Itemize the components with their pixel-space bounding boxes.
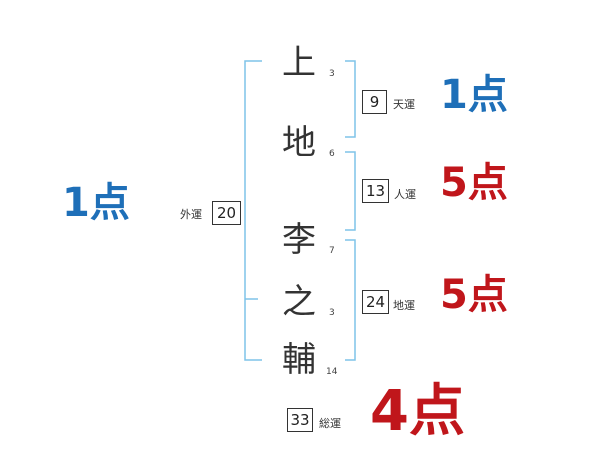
name-char-5: 輔 (282, 340, 316, 380)
stroke-count-2: 6 (329, 149, 335, 159)
ten-score: 1点 (440, 72, 508, 118)
jin-value-box: 13 (362, 179, 389, 203)
ten-bracket (345, 60, 356, 138)
chi-label: 地運 (393, 299, 415, 312)
chi-value-box: 24 (362, 290, 389, 314)
jin-bracket (345, 151, 356, 231)
name-char-1: 上 (282, 43, 316, 83)
stroke-count-3: 7 (329, 246, 335, 256)
name-char-3: 李 (282, 220, 316, 260)
stroke-count-5: 14 (326, 367, 338, 377)
chi-bracket (345, 239, 356, 361)
chi-score: 5点 (440, 272, 508, 318)
gai-score: 1点 (62, 180, 130, 226)
gai-value-box: 20 (212, 201, 241, 225)
stroke-count-1: 3 (329, 69, 335, 79)
name-char-2: 地 (282, 123, 316, 163)
so-label: 総運 (319, 417, 341, 430)
so-score: 4点 (370, 379, 465, 444)
so-value-box: 33 (287, 408, 313, 432)
name-char-4: 之 (282, 282, 316, 322)
gai-label: 外運 (180, 208, 202, 221)
outer-bracket (244, 60, 262, 361)
jin-label: 人運 (394, 188, 416, 201)
stroke-count-4: 3 (329, 308, 335, 318)
ten-label: 天運 (393, 98, 415, 111)
ten-value-box: 9 (362, 90, 387, 114)
jin-score: 5点 (440, 160, 508, 206)
